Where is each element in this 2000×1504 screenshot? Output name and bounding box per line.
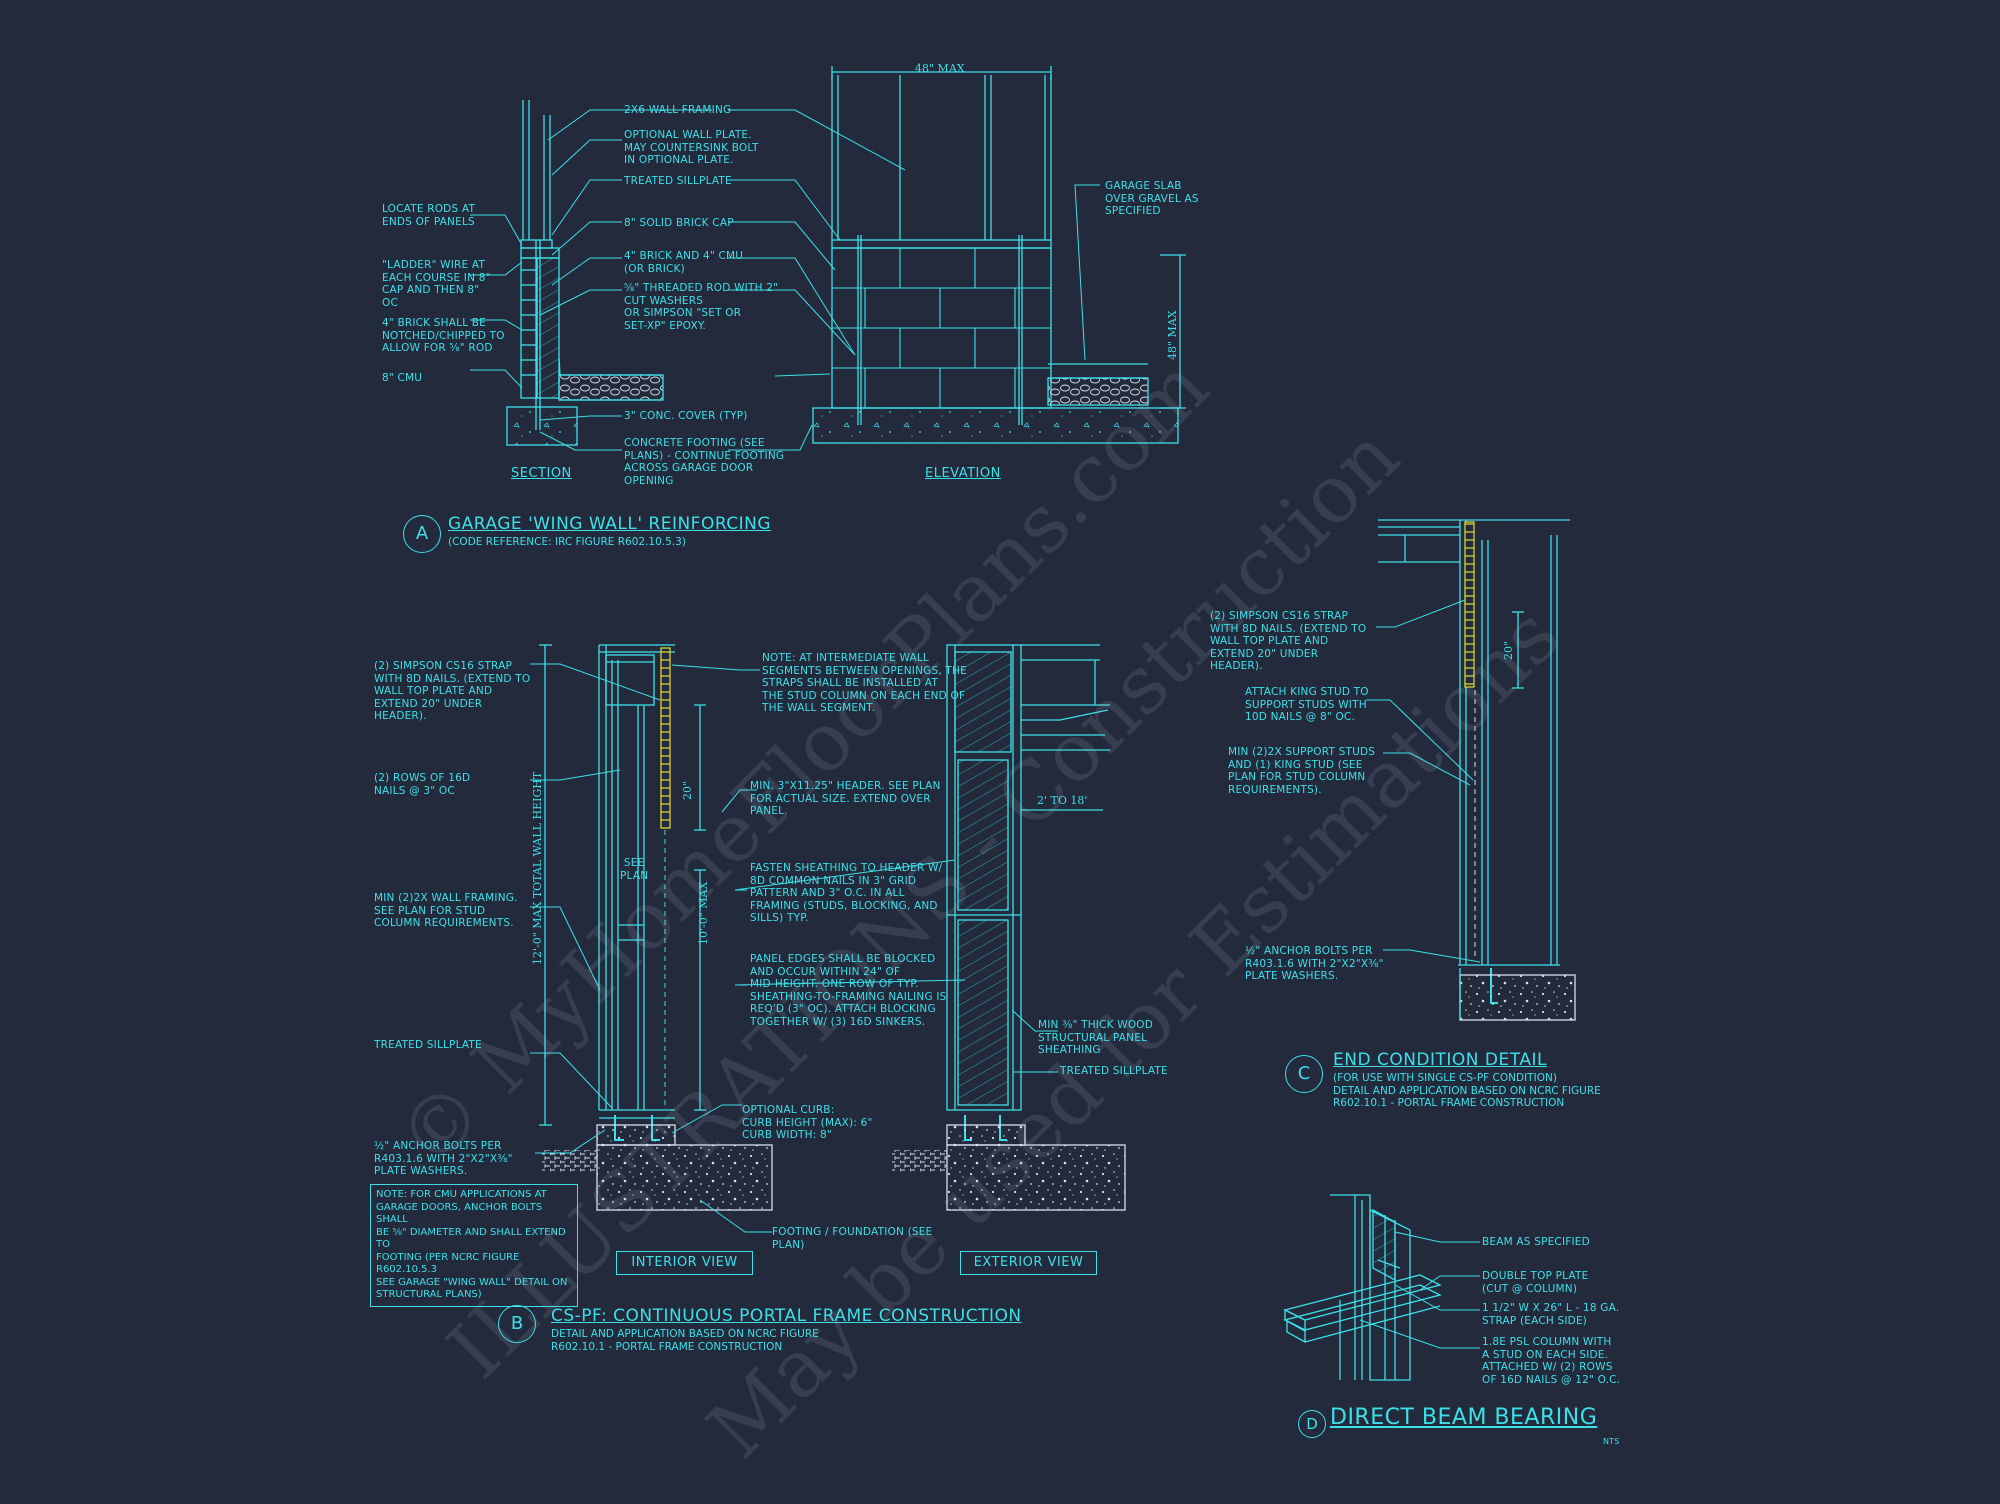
callout-a-framing: 2x6 WALL FRAMING xyxy=(624,104,732,116)
detail-d-nts: NTS xyxy=(1603,1437,1620,1446)
callout-b-sillplate: TREATED SILLPLATE xyxy=(374,1039,482,1051)
exterior-view-drawing xyxy=(892,644,1126,1211)
detail-a-title: GARAGE 'WING WALL' REINFORCING xyxy=(448,514,772,534)
callout-a-footing: CONCRETE FOOTING (SEE PLANS) - CONTINUE … xyxy=(624,437,785,487)
callout-b-footing: FOOTING / FOUNDATION (SEE PLAN) xyxy=(772,1226,933,1251)
callout-c-strap: (2) SIMPSON CS16 STRAP WITH 8d NAILS. (E… xyxy=(1210,610,1367,672)
dim-20-interior: 20" xyxy=(681,780,694,800)
elevation-label: ELEVATION xyxy=(925,466,1001,481)
callout-c-anchor-bolts: ½" ANCHOR BOLTS PER R403.1.6 WITH 2"x2"x… xyxy=(1245,945,1384,982)
callout-a-brick-cmu: 4" BRICK AND 4" CMU (OR BRICK) xyxy=(624,250,744,275)
detail-a-subtitle: (CODE REFERENCE: IRC FIGURE R602.10.5.3) xyxy=(448,536,686,548)
callout-a-sillplate: TREATED SILLPLATE xyxy=(624,175,732,187)
strap-end-condition xyxy=(1464,521,1475,688)
callout-b-curb: OPTIONAL CURB: CURB HEIGHT (MAX): 6" CUR… xyxy=(742,1104,873,1141)
callout-b-min-framing: MIN (2)2X WALL FRAMING. SEE PLAN FOR STU… xyxy=(374,892,518,929)
callout-a-brick-cap: 8" SOLID BRICK CAP xyxy=(624,217,734,229)
elevation-view-drawing xyxy=(812,66,1186,444)
beam-bearing-drawing xyxy=(1283,1194,1442,1381)
detail-tag-b: B xyxy=(498,1305,536,1343)
callout-b-panel-edges: PANEL EDGES SHALL BE BLOCKED AND OCCUR W… xyxy=(750,953,947,1028)
detail-b-title: CS-PF: CONTINUOUS PORTAL FRAME CONSTRUCT… xyxy=(551,1306,1022,1326)
callout-b-cmu-note: NOTE: FOR CMU APPLICATIONS AT GARAGE DOO… xyxy=(370,1184,578,1307)
callout-b-intermediate-note: NOTE: AT INTERMEDIATE WALL SEGMENTS BETW… xyxy=(762,652,967,714)
section-label: SECTION xyxy=(511,466,572,481)
callout-b-strap: (2) SIMPSON CS16 STRAP WITH 8d NAILS. (E… xyxy=(374,660,531,722)
section-view-drawing xyxy=(506,100,664,446)
callout-a-garage-slab: GARAGE SLAB OVER GRAVEL AS SPECIFIED xyxy=(1105,180,1199,217)
callout-b-sheathing: MIN ⅜" THICK WOOD STRUCTURAL PANEL SHEAT… xyxy=(1038,1019,1154,1056)
callout-d-column: 1.8E PSL COLUMN WITH A STUD ON EACH SIDE… xyxy=(1482,1336,1621,1386)
dim-10-max: 10'-0" MAX xyxy=(697,881,710,945)
callout-a-ladder-wire: "LADDER" WIRE AT EACH COURSE IN 8" CAP A… xyxy=(382,259,491,309)
detail-tag-d: D xyxy=(1298,1410,1326,1438)
detail-b-subtitle: DETAIL AND APPLICATION BASED ON NCRC FIG… xyxy=(551,1328,819,1353)
detail-tag-a: A xyxy=(403,515,441,553)
detail-c-title: END CONDITION DETAIL xyxy=(1333,1050,1547,1070)
callout-a-locate-rods: LOCATE RODS AT ENDS OF PANELS xyxy=(382,203,476,228)
callout-b-header: MIN. 3"x11.25" HEADER. SEE PLAN FOR ACTU… xyxy=(750,780,941,817)
exterior-view-label: EXTERIOR VIEW xyxy=(960,1251,1097,1275)
callout-c-king-stud: ATTACH KING STUD TO SUPPORT STUDS WITH 1… xyxy=(1245,686,1369,723)
callout-a-cmu: 8" CMU xyxy=(382,372,423,384)
end-condition-drawing xyxy=(1378,519,1576,1021)
detail-tag-c: C xyxy=(1285,1055,1323,1093)
strap-interior xyxy=(660,647,671,829)
callout-b-fasten: FASTEN SHEATHING TO HEADER W/ 8d COMMON … xyxy=(750,862,943,924)
callout-d-top-plate: DOUBLE TOP PLATE (CUT @ COLUMN) xyxy=(1482,1270,1589,1295)
dim-2-to-18: 2' TO 18' xyxy=(1037,794,1088,807)
dim-48-side: 48" MAX xyxy=(1166,310,1179,360)
see-plan-label: SEE PLAN xyxy=(620,857,649,882)
callout-a-conc-cover: 3" CONC. COVER (TYP) xyxy=(624,410,748,422)
dim-12-max: 12'-0" MAX TOTAL WALL HEIGHT xyxy=(531,771,544,965)
interior-view-drawing xyxy=(539,644,773,1211)
detail-d-title: DIRECT BEAM BEARING xyxy=(1330,1405,1598,1430)
callout-a-optional-plate: OPTIONAL WALL PLATE. MAY COUNTERSINK BOL… xyxy=(624,129,759,166)
dim-20-end: 20" xyxy=(1502,640,1515,660)
callout-d-beam: BEAM AS SPECIFIED xyxy=(1482,1236,1590,1248)
detail-c-subtitle: (FOR USE WITH SINGLE CS-PF CONDITION) DE… xyxy=(1333,1072,1601,1109)
callout-a-brick-notched: 4" BRICK SHALL BE NOTCHED/CHIPPED TO ALL… xyxy=(382,317,505,354)
callout-d-strap: 1 1/2" W x 26" L - 18 GA. STRAP (EACH SI… xyxy=(1482,1302,1620,1327)
dim-48-top: 48" MAX xyxy=(915,62,965,75)
callout-b-ext-sillplate: TREATED SILLPLATE xyxy=(1060,1065,1168,1077)
callout-b-anchor-bolts: ½" ANCHOR BOLTS PER R403.1.6 WITH 2"x2"x… xyxy=(374,1140,513,1177)
callout-a-threaded-rod: ⅝" THREADED ROD WITH 2" CUT WASHERS OR S… xyxy=(624,282,779,332)
interior-view-label: INTERIOR VIEW xyxy=(616,1251,753,1275)
callout-b-rows-nails: (2) ROWS OF 16d NAILS @ 3" OC xyxy=(374,772,471,797)
callout-c-support-studs: MIN (2)2X SUPPORT STUDS AND (1) KING STU… xyxy=(1228,746,1376,796)
